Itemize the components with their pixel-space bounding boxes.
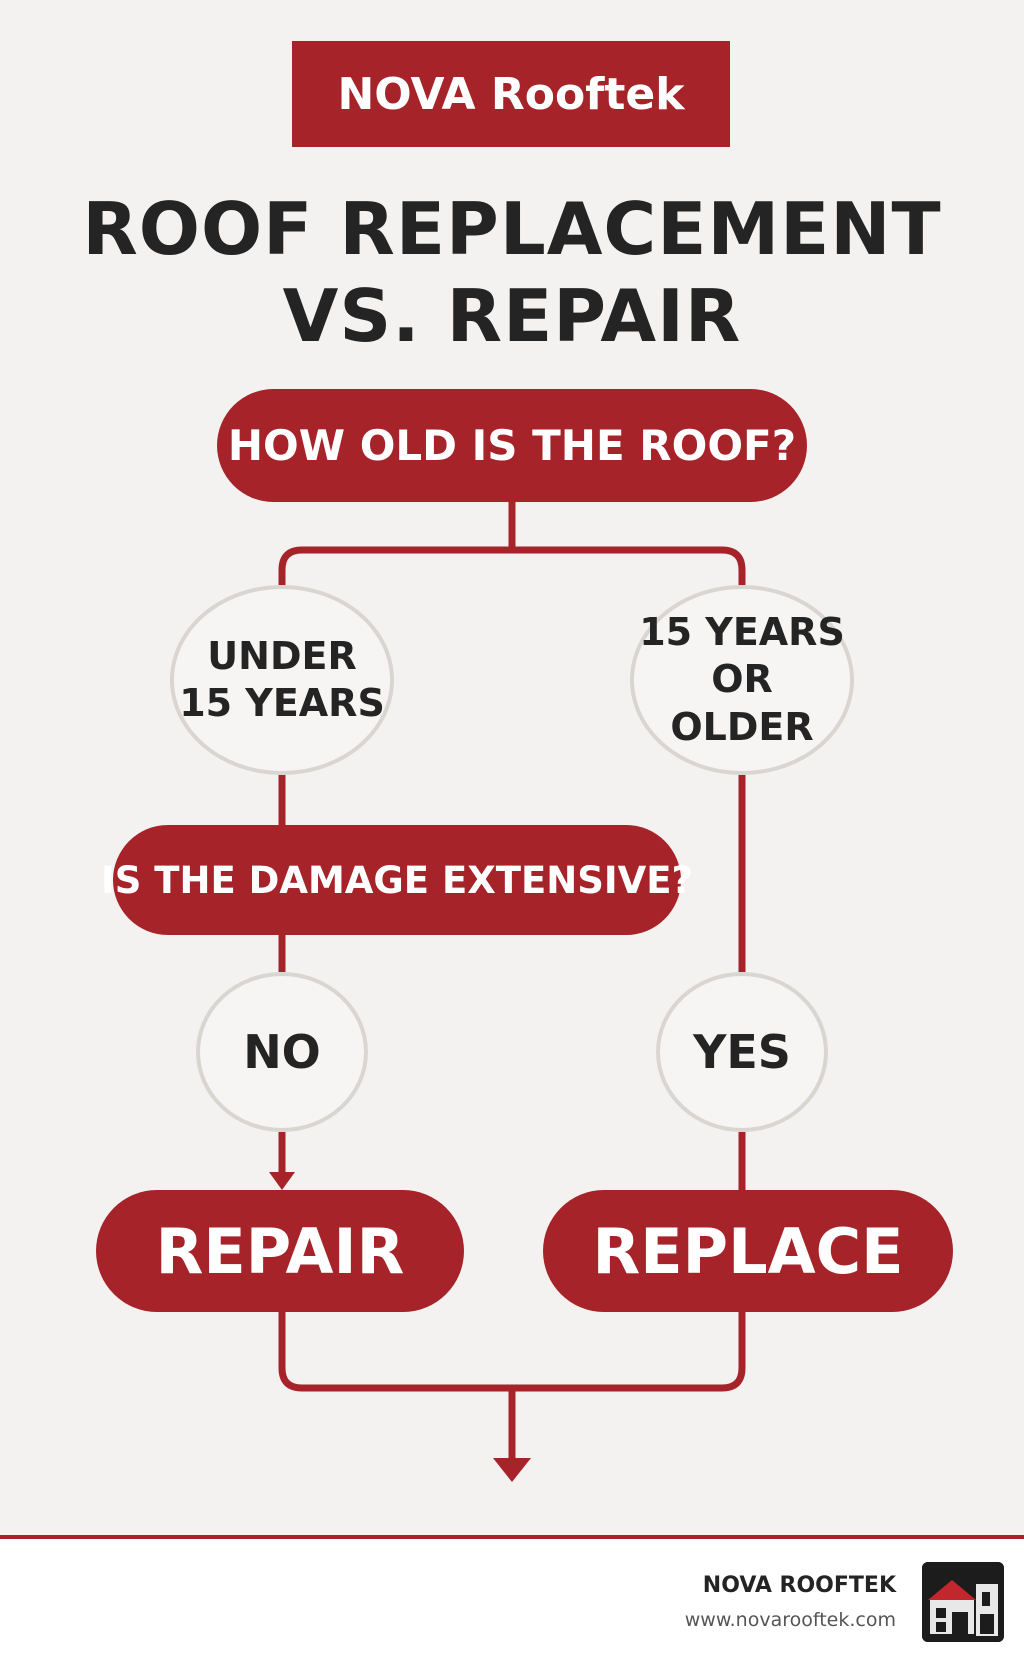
option-under-15-years: UNDER 15 YEARS — [170, 585, 394, 775]
house-logo-icon — [922, 1562, 1004, 1642]
result-replace: REPLACE — [543, 1190, 953, 1312]
footer — [0, 1539, 1024, 1666]
connector-split-right — [512, 546, 746, 585]
footer-website-link[interactable]: www.novarooftek.com — [684, 1609, 896, 1631]
arrowhead-final — [493, 1458, 531, 1482]
option-older-line2: OR OLDER — [670, 657, 814, 749]
connector-merge — [278, 1310, 746, 1392]
brand-badge: NOVA Rooftek — [292, 41, 730, 147]
option-15-years-or-older: 15 YEARS OR OLDER — [630, 585, 854, 775]
option-under-line2: 15 YEARS — [179, 681, 385, 725]
page-title-line2: VS. REPAIR — [282, 274, 742, 358]
footer-divider — [0, 1535, 1024, 1539]
question-roof-age: HOW OLD IS THE ROOF? — [217, 389, 807, 502]
arrowhead-repair — [269, 1172, 295, 1190]
result-repair: REPAIR — [96, 1190, 464, 1312]
page-title-line1: ROOF REPLACEMENT — [82, 187, 942, 271]
question-damage-extensive: IS THE DAMAGE EXTENSIVE? — [101, 825, 693, 935]
connector-split-left — [278, 546, 512, 585]
answer-no: NO — [196, 972, 368, 1132]
option-under-line1: UNDER — [207, 633, 357, 678]
footer-company-name: NOVA ROOFTEK — [702, 1573, 896, 1598]
option-older-line1: 15 YEARS — [639, 609, 845, 654]
answer-yes: YES — [656, 972, 828, 1132]
